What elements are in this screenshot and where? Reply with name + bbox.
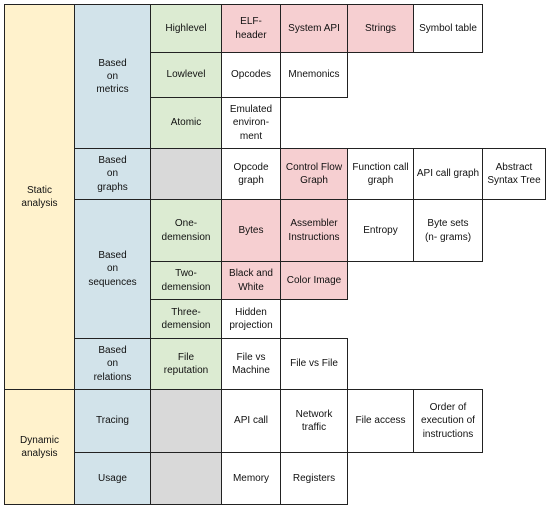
feature-label: Bytes	[238, 224, 264, 236]
feature-label: System API	[288, 22, 340, 34]
feature-label: Byte sets(n- grams)	[424, 218, 472, 243]
feature-file-access: File access	[347, 389, 414, 453]
feature-mnemonics: Mnemonics	[280, 52, 348, 98]
group-three-dimension: Three-demension	[150, 299, 222, 339]
group-highlevel: Highlevel	[150, 4, 222, 53]
group-label: Three-demension	[161, 306, 211, 331]
empty-cell	[150, 389, 222, 453]
feature-opcodes: Opcodes	[221, 52, 281, 98]
feature-api-call: API call	[221, 389, 281, 453]
group-lowlevel: Lowlevel	[150, 52, 222, 98]
subcategory-tracing: Tracing	[74, 389, 151, 453]
feature-elf-header: ELF-header	[221, 4, 281, 53]
feature-file-vs-file: File vs File	[280, 338, 348, 390]
feature-memory: Memory	[221, 452, 281, 505]
feature-label: Symbol table	[419, 22, 477, 34]
feature-symbol-table: Symbol table	[413, 4, 483, 53]
subcategory-label: Tracing	[96, 415, 129, 427]
feature-api-call-graph: API call graph	[413, 148, 483, 200]
feature-entropy: Entropy	[347, 199, 414, 262]
feature-label: Mnemonics	[288, 69, 340, 81]
feature-label: ELF-header	[235, 16, 267, 41]
feature-label: Entropy	[363, 224, 398, 236]
feature-byte-sets: Byte sets(n- grams)	[413, 199, 483, 262]
feature-label: Strings	[364, 22, 397, 34]
feature-label: Registers	[292, 472, 336, 484]
group-atomic: Atomic	[150, 97, 222, 149]
feature-registers: Registers	[280, 452, 348, 505]
feature-label: File access	[355, 415, 406, 427]
feature-label: File vs File	[290, 358, 338, 370]
group-label: Two-demension	[161, 268, 211, 293]
subcategory-label: Usage	[98, 472, 127, 484]
feature-system-api: System API	[280, 4, 348, 53]
feature-label: Opcodes	[230, 69, 272, 81]
group-two-dimension: Two-demension	[150, 261, 222, 300]
subcategory-usage: Usage	[74, 452, 151, 505]
feature-label: API call graph	[416, 168, 480, 180]
feature-label: API call	[234, 415, 268, 427]
feature-bytes: Bytes	[221, 199, 281, 262]
feature-label: Memory	[232, 472, 270, 484]
group-label: Highlevel	[165, 22, 207, 34]
feature-strings: Strings	[347, 4, 414, 53]
feature-color-image: Color Image	[280, 261, 348, 300]
group-one-dimension: One-demension	[150, 199, 222, 262]
group-label: One-demension	[161, 218, 211, 243]
group-label: Lowlevel	[166, 69, 206, 81]
empty-cell	[150, 452, 222, 505]
group-label: Atomic	[170, 117, 202, 129]
feature-label: Color Image	[286, 274, 342, 286]
empty-cell	[150, 148, 222, 200]
